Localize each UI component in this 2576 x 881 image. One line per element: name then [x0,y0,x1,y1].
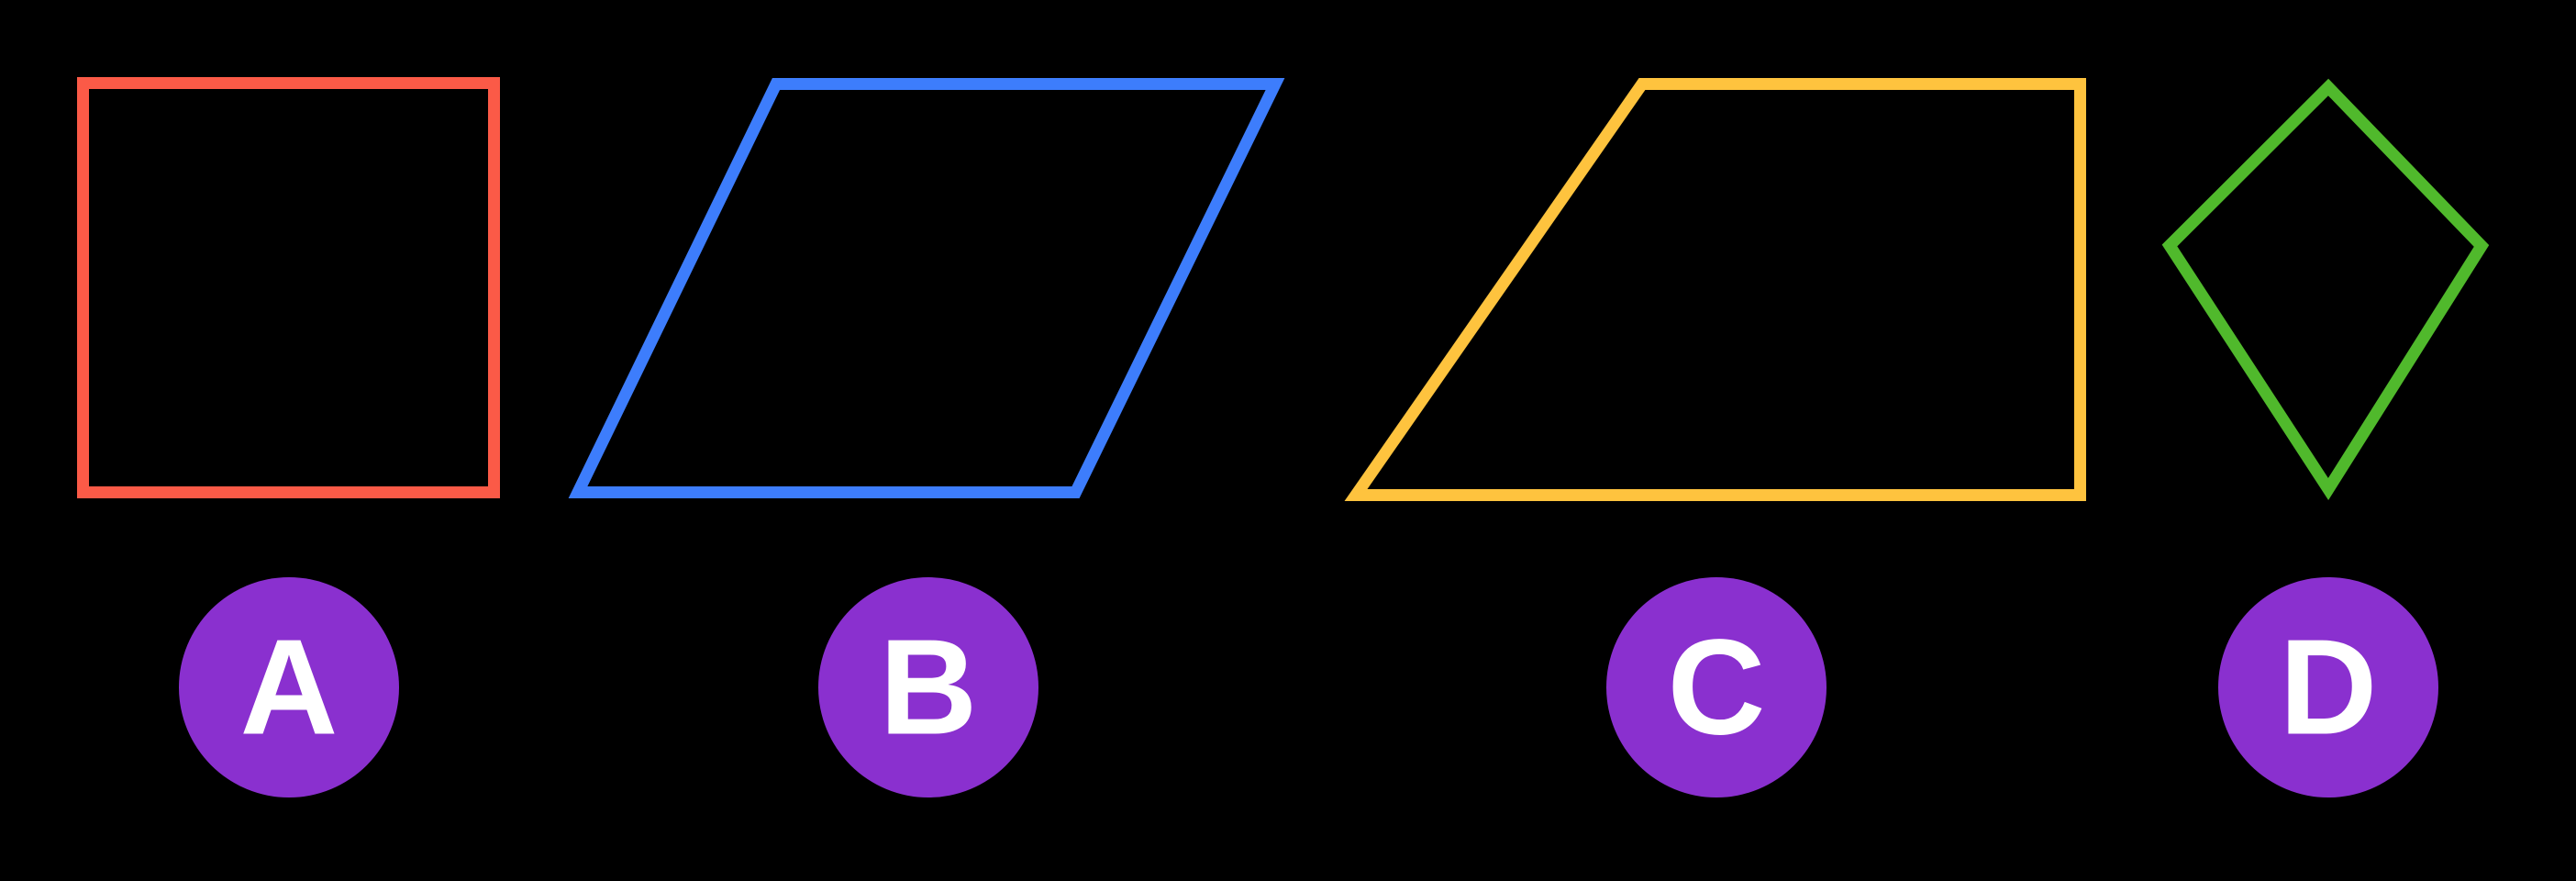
answer-circle-a[interactable] [179,577,399,797]
square-shape-icon [77,77,500,498]
answer-option-a[interactable]: A [179,577,399,797]
answer-letter-c: C [1668,612,1766,764]
answer-option-d[interactable]: D [2218,577,2438,797]
answer-option-c[interactable]: C [1606,577,1827,797]
answer-letter-a: A [240,612,339,764]
answer-circle-d[interactable] [2218,577,2438,797]
parallelogram-shape-icon [568,78,1285,498]
answer-circle-c[interactable] [1606,577,1827,797]
trapezoid-shape-icon [1344,78,2086,501]
answer-letter-d: D [2280,612,2378,764]
kite-shape-icon [2161,78,2490,501]
answer-circle-b[interactable] [818,577,1038,797]
answer-option-b[interactable]: B [818,577,1038,797]
answer-letter-b: B [880,612,978,764]
